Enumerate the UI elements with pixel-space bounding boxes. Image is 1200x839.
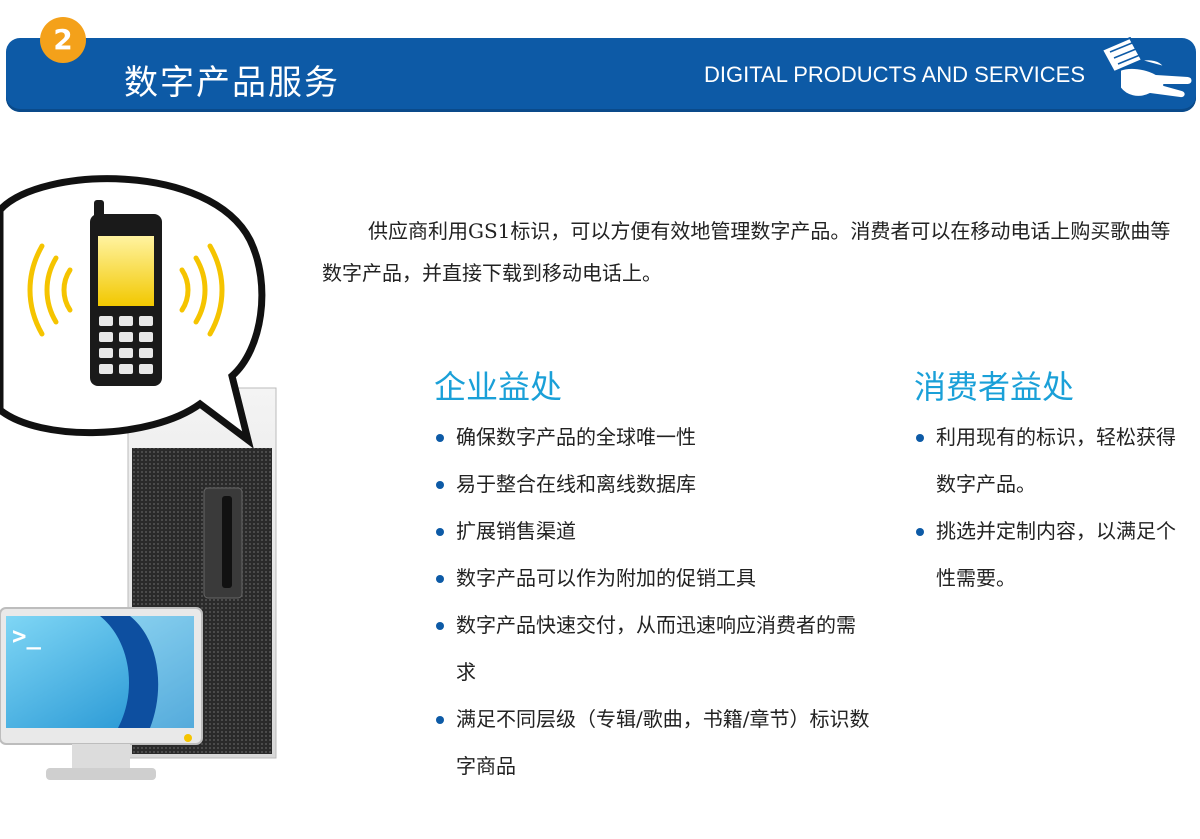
list-item: 数字产品快速交付，从而迅速响应消费者的需求 [434,602,874,696]
list-item: 挑选并定制内容，以满足个性需要。 [914,508,1194,602]
list-item: 满足不同层级（专辑/歌曲，书籍/章节）标识数字商品 [434,696,874,790]
list-item: 数字产品可以作为附加的促销工具 [434,555,874,602]
terminal-prompt: >_ [12,622,41,650]
list-item: 扩展销售渠道 [434,508,874,555]
enterprise-benefits-list: 确保数字产品的全球唯一性 易于整合在线和离线数据库 扩展销售渠道 数字产品可以作… [434,414,874,790]
enterprise-benefits-title: 企业益处 [434,368,563,406]
page-title-english: DIGITAL PRODUCTS AND SERVICES [704,62,1086,87]
consumer-benefits-list: 利用现有的标识，轻松获得数字产品。 挑选并定制内容，以满足个性需要。 [914,414,1194,602]
device-illustration [0,175,277,780]
page-title: 数字产品服务 [124,63,340,103]
list-item: 利用现有的标识，轻松获得数字产品。 [914,414,1194,508]
header-banner [6,38,1196,112]
hand-holding-phone-icon [1101,37,1194,100]
consumer-benefits-title: 消费者益处 [914,368,1075,406]
list-item: 确保数字产品的全球唯一性 [434,414,874,461]
list-item: 易于整合在线和离线数据库 [434,461,874,508]
section-number-badge: 2 [40,17,86,63]
mobile-phone-icon [0,175,266,449]
intro-paragraph: 供应商利用GS1标识，可以方便有效地管理数字产品。消费者可以在移动电话上购买歌曲… [322,219,1171,285]
computer-monitor-icon [0,607,203,780]
